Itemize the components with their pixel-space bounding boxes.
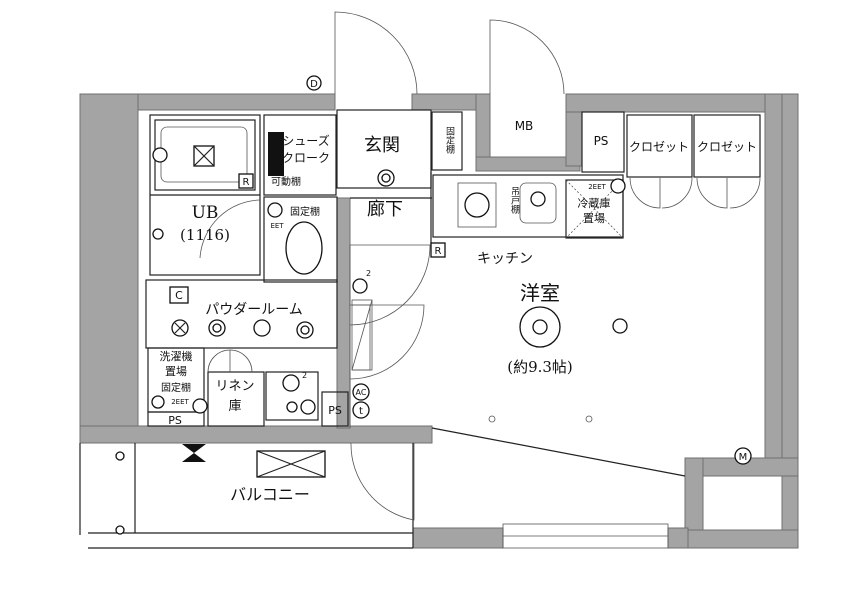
r-marker-bath: R xyxy=(238,173,254,189)
room-label-closet-2: クロゼット xyxy=(697,140,757,154)
label-kotei-dana-genkan: 固定棚 xyxy=(444,126,455,154)
room-label-balcony: バルコニー xyxy=(230,485,310,504)
m-marker: M xyxy=(734,447,752,465)
room-label-rouka: 廊下 xyxy=(367,199,403,220)
label-kotei-dana-toilet: 固定棚 xyxy=(290,205,320,218)
room-label-genkan: 玄関 xyxy=(364,135,400,156)
room-label-kitchen: キッチン xyxy=(477,251,533,267)
label-mb: MB xyxy=(515,119,534,133)
circled-markers: D R R C M AC t 2 2 xyxy=(169,75,752,465)
label-reizouko-2: 置場 xyxy=(583,212,605,225)
room-label-closet-1: クロゼット xyxy=(629,140,689,154)
room-label-shoes-2: クローク xyxy=(282,151,330,165)
label-eet-toilet: EET xyxy=(270,222,284,230)
room-label-shoes-1: シューズ xyxy=(282,133,329,148)
room-label-ub: UB xyxy=(192,203,219,223)
room-labels: 洋室 (約9.3帖) キッチン 玄関 廊下 UB (1116) パウダールーム … xyxy=(180,133,757,504)
small-labels: MB PS PS PS 可動棚 固定棚 固定棚 固定棚 吊戸棚 冷蔵庫 置場 洗… xyxy=(160,119,611,427)
svg-text:R: R xyxy=(243,177,250,188)
room-size-ub: (1116) xyxy=(180,226,230,244)
svg-text:R: R xyxy=(435,246,442,257)
two-marker-a: 2 xyxy=(366,269,371,278)
d-marker: D xyxy=(306,75,322,91)
fixtures xyxy=(115,145,628,535)
label-eet-laundry: 2EET xyxy=(171,398,189,406)
label-tsuri-to-dana: 吊戸棚 xyxy=(509,186,520,214)
svg-text:C: C xyxy=(175,289,183,302)
room-label-yoshitsu: 洋室 xyxy=(520,281,560,305)
two-marker-b: 2 xyxy=(302,371,307,380)
label-ps-bottom-left: PS xyxy=(168,414,182,427)
interior-partitions xyxy=(79,109,761,549)
room-label-powder: パウダールーム xyxy=(205,302,303,318)
label-reizouko-1: 冷蔵庫 xyxy=(578,196,611,210)
label-kotei-dana-laundry: 固定棚 xyxy=(161,381,191,394)
t-marker: t xyxy=(352,401,370,419)
label-ps-bottom-mid: PS xyxy=(328,404,342,417)
svg-text:AC: AC xyxy=(356,388,367,397)
room-size-yoshitsu: (約9.3帖) xyxy=(507,358,573,376)
room-label-linen-1: リネン xyxy=(215,379,254,394)
label-kadou-dana: 可動棚 xyxy=(271,175,301,188)
svg-text:M: M xyxy=(739,452,748,463)
ac-marker: AC xyxy=(352,383,370,401)
label-sentakuki-2: 置場 xyxy=(165,365,187,378)
r-marker-kitchen: R xyxy=(430,242,446,258)
walls xyxy=(79,93,799,549)
svg-text:D: D xyxy=(310,79,318,90)
label-eet-fridge: 2EET xyxy=(588,183,606,191)
label-sentakuki-1: 洗濯機 xyxy=(160,349,193,363)
svg-text:t: t xyxy=(359,406,363,417)
label-ps-top: PS xyxy=(594,134,609,148)
room-label-linen-2: 庫 xyxy=(228,399,241,414)
c-marker: C xyxy=(169,286,189,304)
